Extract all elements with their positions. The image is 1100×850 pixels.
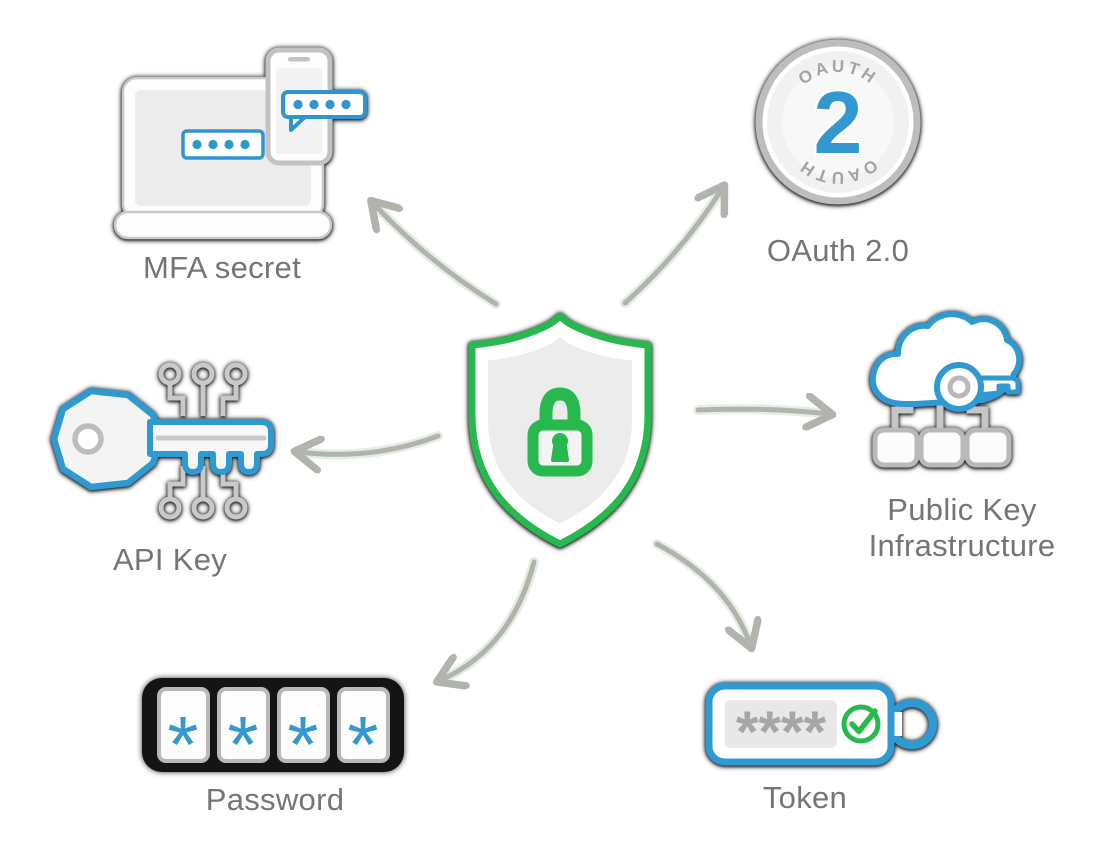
password-char-box: * — [216, 687, 270, 763]
asterisk-glyph: * — [347, 700, 379, 763]
arrow-to-pki — [695, 409, 828, 414]
label-pki: Public Key Infrastructure — [852, 492, 1072, 564]
check-circle-icon — [841, 704, 881, 744]
password-char-box: * — [156, 687, 210, 763]
label-pki-line1: Public Key — [887, 492, 1037, 527]
arrow-to-token — [654, 541, 750, 644]
key-hole — [72, 423, 104, 455]
password-boxes-icon: * * * * — [142, 678, 404, 772]
asterisk-glyph: * — [227, 700, 259, 763]
label-oauth: OAuth 2.0 — [766, 233, 910, 268]
asterisk-glyph: * — [287, 700, 319, 763]
sms-code-bubble — [281, 90, 367, 132]
key-circuit-icon — [50, 362, 274, 520]
asterisk-glyph: * — [167, 700, 199, 763]
laptop-phone-code-icon — [113, 47, 367, 240]
key-shaft — [147, 419, 274, 475]
shield-lock-icon — [468, 312, 652, 548]
arrow-to-password — [441, 559, 537, 680]
circuit-traces-bottom — [158, 466, 248, 520]
password-char-box: * — [336, 687, 390, 763]
password-field — [181, 129, 265, 160]
circuit-traces-top — [158, 362, 248, 416]
lock-icon — [527, 387, 593, 477]
token-keyfob-icon: **** — [705, 682, 938, 766]
label-password: Password — [205, 782, 345, 817]
arrow-to-oauth — [622, 189, 722, 306]
oauth2-badge-icon: OAUTH OAUTH 2 — [755, 39, 921, 205]
key-head — [50, 387, 165, 491]
label-mfa-secret: MFA secret — [142, 250, 302, 285]
api-key — [50, 387, 274, 491]
cloud-key — [934, 362, 1021, 412]
label-api-key: API Key — [112, 542, 228, 577]
network-nodes — [872, 427, 1012, 468]
arrow-to-api-key — [299, 433, 441, 454]
badge-face-center — [782, 66, 894, 178]
badge-number: 2 — [814, 73, 863, 172]
label-pki-line2: Infrastructure — [868, 527, 1056, 563]
password-char-box: * — [276, 687, 330, 763]
label-token: Token — [762, 780, 848, 815]
token-mask-text: **** — [736, 700, 827, 765]
cloud-key-network-icon — [869, 311, 1023, 468]
token-field — [725, 700, 837, 748]
arrow-to-mfa — [374, 204, 499, 307]
